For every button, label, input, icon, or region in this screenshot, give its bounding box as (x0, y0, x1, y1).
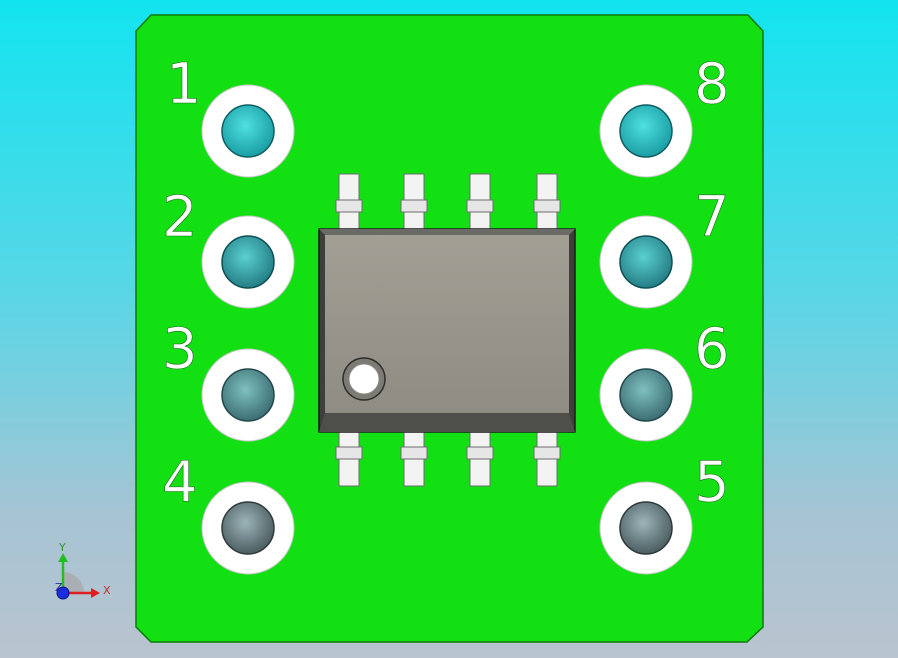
pad-1[interactable] (201, 84, 295, 178)
pad-5[interactable] (599, 481, 693, 575)
pin-label-2: 2 (162, 185, 198, 250)
chip-leads-top[interactable] (335, 173, 561, 231)
z-axis-label: Z (55, 581, 63, 594)
pad-2[interactable] (201, 215, 295, 309)
pin-label-1: 1 (166, 52, 202, 117)
pin-label-7: 7 (694, 185, 730, 250)
pin1-marker-dot (342, 357, 386, 401)
pad-4[interactable] (201, 481, 295, 575)
pad-3[interactable] (201, 348, 295, 442)
y-axis-label: Y (58, 541, 66, 554)
pad-7[interactable] (599, 215, 693, 309)
triad-plane-icon (63, 572, 84, 593)
axis-triad: X Y Z (55, 541, 111, 600)
pin-label-4: 4 (162, 450, 198, 515)
pin-label-5: 5 (694, 450, 730, 515)
pad-6[interactable] (599, 348, 693, 442)
pad-8[interactable] (599, 84, 693, 178)
x-axis-label: X (103, 584, 111, 597)
chip-leads-bottom[interactable] (335, 429, 561, 487)
soic-chip[interactable] (318, 228, 576, 433)
pin-label-8: 8 (694, 52, 730, 117)
pin-label-3: 3 (162, 317, 198, 382)
pin-label-6: 6 (694, 317, 730, 382)
z-axis-dot-icon (56, 586, 70, 600)
